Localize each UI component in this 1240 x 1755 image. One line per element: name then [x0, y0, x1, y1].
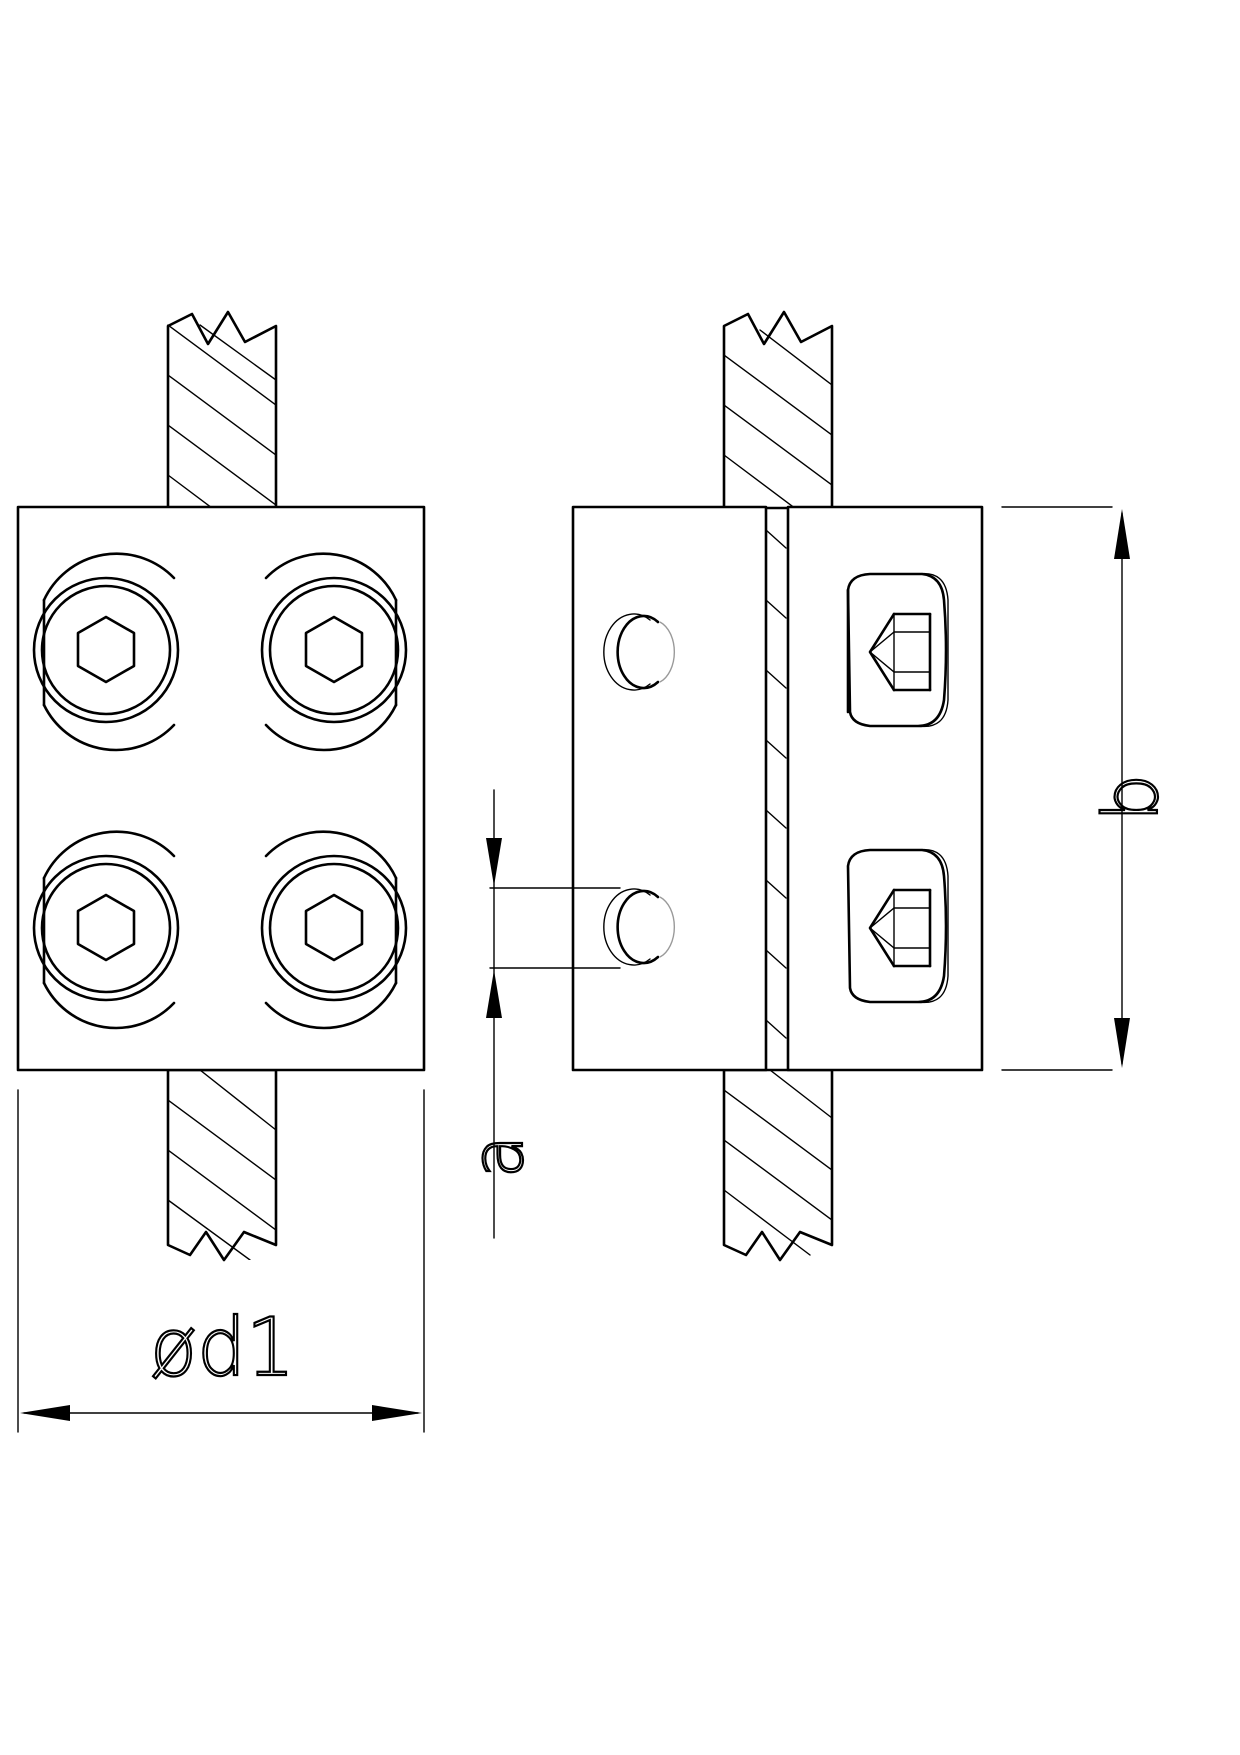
screw-head-top-left [32, 552, 180, 752]
hex-socket-icon [304, 893, 364, 962]
clamp-plate-left [571, 505, 768, 1072]
front-view: ød1 [16, 310, 426, 1433]
screw-head-bottom-left [32, 830, 180, 1030]
glass-panel-middle [765, 529, 787, 1039]
screw-head-side-bottom [846, 848, 949, 1004]
screw-head-bottom-right [260, 830, 408, 1030]
side-view: a b [456, 310, 1176, 1262]
arrowhead-icon [372, 1405, 422, 1421]
dimension-d1: ød1 [17, 1089, 425, 1433]
arrowhead-icon [486, 838, 502, 886]
clamp-plate-right [786, 505, 984, 1072]
clamp-body-front [16, 505, 426, 1072]
glass-panel-bottom-right [722, 1068, 834, 1262]
glass-panel-bottom-left [166, 1068, 278, 1262]
height-label: b [1086, 774, 1175, 822]
diameter-label: ød1 [150, 1301, 295, 1394]
screw-head-top-right [260, 552, 408, 752]
dimension-a: a [456, 789, 621, 1239]
hex-socket-icon [76, 893, 136, 962]
arrowhead-icon [486, 970, 502, 1018]
hex-socket-icon [76, 615, 136, 684]
spacing-label: a [457, 1135, 539, 1178]
arrowhead-icon [1114, 509, 1130, 559]
glass-panel-top-right [722, 310, 834, 510]
glass-panel-top-left [166, 310, 278, 510]
screw-end-top [603, 613, 675, 691]
arrowhead-icon [1114, 1018, 1130, 1068]
arrowhead-icon [20, 1405, 70, 1421]
screw-head-side-top [846, 572, 949, 728]
screw-end-bottom [603, 888, 675, 966]
hex-socket-icon [304, 615, 364, 684]
dimension-b: b [1001, 506, 1176, 1071]
